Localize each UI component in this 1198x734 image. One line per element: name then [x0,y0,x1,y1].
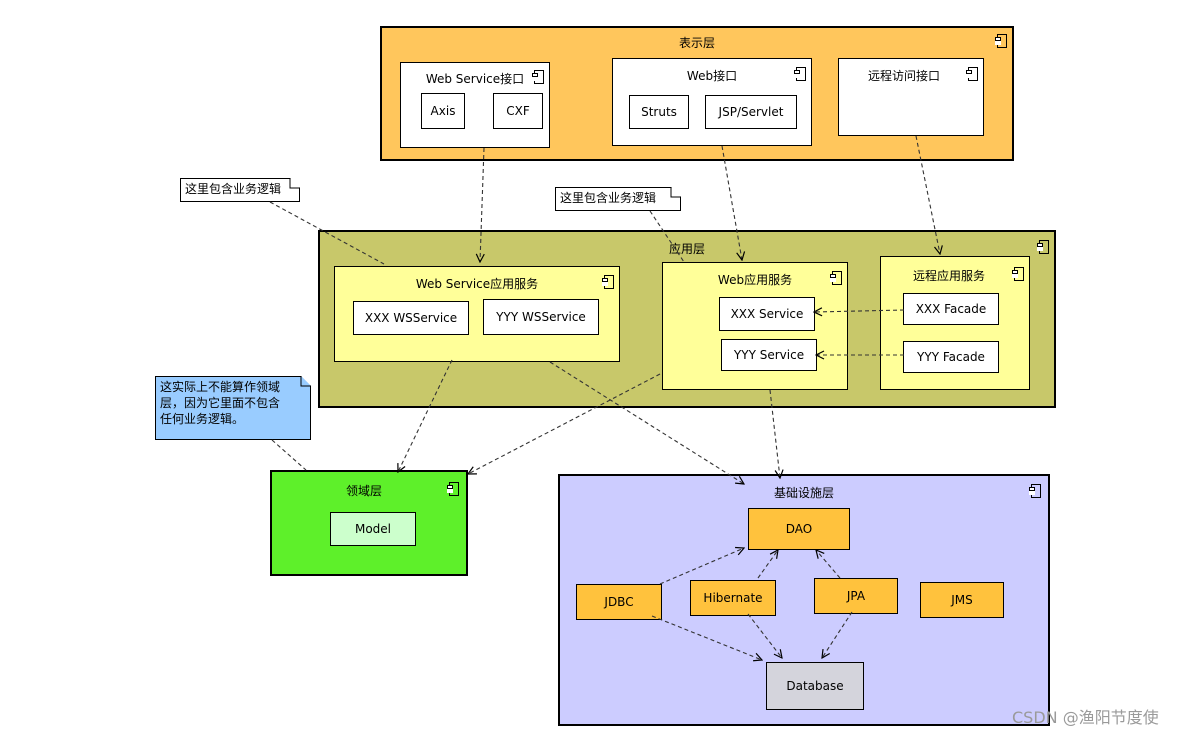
axis-box: Axis [421,93,465,129]
database-box: Database [766,662,864,710]
ws-app-component: Web Service应用服务 XXX WSService YYY WSServ… [334,266,620,362]
presentation-layer: 表示层 Web Service接口 Axis CXF Web接口 Struts … [380,26,1014,161]
watermark: CSDN @渔阳节度使 [1012,708,1159,727]
note-business-logic-1: 这里包含业务逻辑 [180,178,300,202]
application-layer-title: 应用层 [668,242,705,256]
note-text-line1: 这实际上不能算作领域 [160,380,281,394]
model-box: Model [330,512,416,546]
component-icon [995,34,1007,48]
component-icon [794,67,806,81]
component-icon [532,70,544,84]
struts-box: Struts [629,95,689,129]
domain-layer: 领域层 Model [270,470,468,576]
remote-app-component: 远程应用服务 XXX Facade YYY Facade [880,256,1030,390]
domain-layer-title: 领域层 [345,484,382,498]
edge-note3 [271,439,307,471]
note-business-logic-2: 这里包含业务逻辑 [555,187,681,211]
ws-interface-component: Web Service接口 Axis CXF [400,62,550,148]
component-icon [602,275,614,289]
web-app-component: Web应用服务 XXX Service YYY Service [662,262,848,390]
yyy-service-box: YYY Service [721,339,817,371]
jms-box: JMS [920,582,1004,618]
hibernate-box: Hibernate [690,580,776,616]
xxx-facade-box: XXX Facade [903,293,999,325]
remote-interface-component: 远程访问接口 [838,58,984,136]
remote-interface-title: 远程访问接口 [867,69,940,83]
application-layer: 应用层 Web Service应用服务 XXX WSService YYY WS… [318,230,1056,408]
web-interface-component: Web接口 Struts JSP/Servlet [612,58,812,146]
yyy-wsservice-box: YYY WSService [483,299,599,335]
component-icon [1037,240,1049,254]
component-icon [447,482,459,496]
yyy-facade-box: YYY Facade [903,341,999,373]
ws-app-title: Web Service应用服务 [415,277,539,291]
note-not-domain: 这实际上不能算作领域 层，因为它里面不包含 任何业务逻辑。 [155,376,311,440]
presentation-layer-title: 表示层 [678,36,715,50]
infrastructure-layer: 基础设施层 DAO JDBC Hibernate JPA JMS Databas… [558,474,1050,726]
note-text-line2: 层，因为它里面不包含 [160,396,281,410]
infrastructure-layer-title: 基础设施层 [773,486,834,500]
note-text: 这里包含业务逻辑 [185,182,282,196]
remote-app-title: 远程应用服务 [912,269,985,283]
jpa-box: JPA [814,578,898,614]
component-icon [966,67,978,81]
jdbc-box: JDBC [576,584,662,620]
dao-box: DAO [748,508,850,550]
component-icon [1012,267,1024,281]
xxx-wsservice-box: XXX WSService [353,301,469,335]
note-text: 这里包含业务逻辑 [560,191,657,205]
cxf-box: CXF [493,93,543,129]
web-interface-title: Web接口 [686,69,738,83]
component-icon [1029,484,1041,498]
jsp-servlet-box: JSP/Servlet [705,95,797,129]
web-app-title: Web应用服务 [717,273,793,287]
component-icon [830,271,842,285]
note-text-line3: 任何业务逻辑。 [160,412,245,426]
ws-interface-title: Web Service接口 [425,72,525,86]
xxx-service-box: XXX Service [719,297,815,331]
